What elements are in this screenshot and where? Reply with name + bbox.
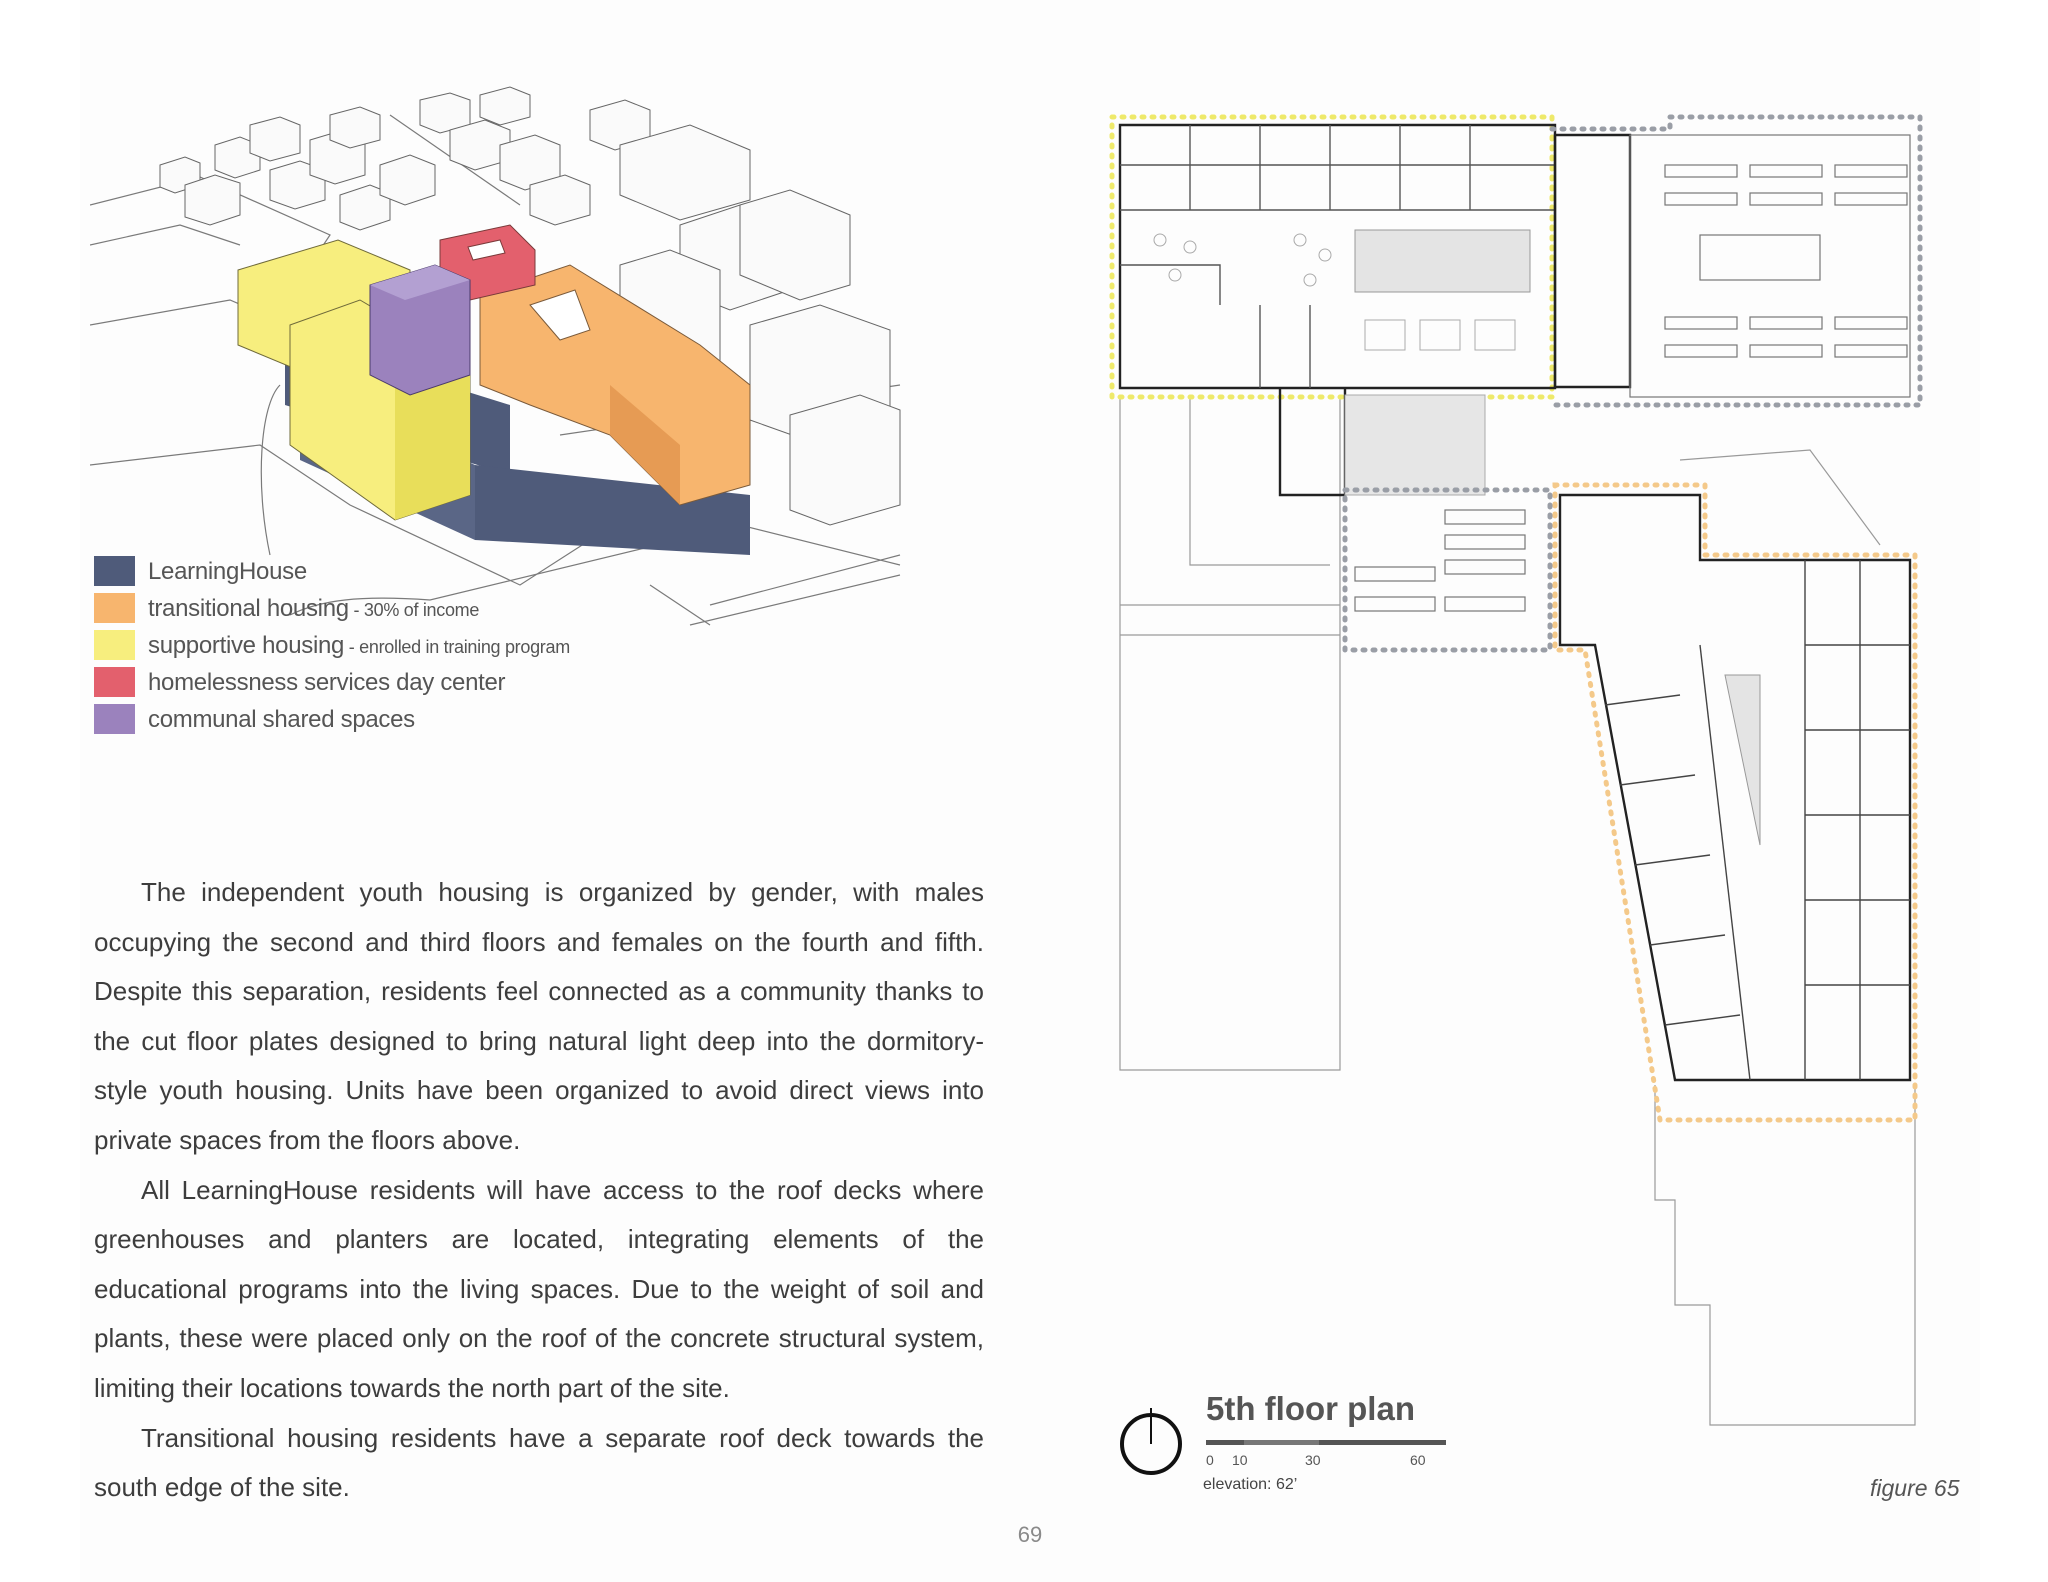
- courtyard-void-south: [1724, 674, 1761, 846]
- courtyard-void-center: [1344, 394, 1486, 496]
- northeast-hall-tables: [1664, 164, 1908, 358]
- legend-swatch: [94, 667, 135, 697]
- supportive-housing-side: [395, 365, 470, 520]
- communal-spaces-roof: [370, 265, 470, 300]
- northeast-service-core: [1553, 133, 1632, 389]
- body-paragraph: Transitional housing residents have a se…: [94, 1422, 984, 1503]
- massing-diagram: [90, 86, 901, 626]
- legend-swatch: [94, 556, 135, 586]
- middle-zone-outline: [1342, 487, 1553, 653]
- courtyard-void-north: [1354, 229, 1531, 293]
- body-paragraph: The independent youth housing is organiz…: [94, 877, 984, 1155]
- scale-tick: 10: [1232, 1452, 1248, 1468]
- plan-context-outlines: [1119, 395, 1916, 1426]
- legend-swatch: [94, 593, 135, 623]
- transitional-roof-void: [529, 289, 591, 341]
- connector-corridor: [1278, 388, 1347, 497]
- page-number: 69: [1017, 1522, 1043, 1547]
- legend-label: homelessness services day center: [148, 669, 506, 696]
- south-block-units: [1604, 560, 1910, 1081]
- day-center-roof-void: [467, 239, 506, 261]
- legend-label: supportive housing - enrolled in trainin…: [148, 632, 570, 659]
- supportive-zone-outline: [1109, 114, 1555, 400]
- scale-tick: 30: [1305, 1452, 1321, 1468]
- north-block-units: [1120, 125, 1555, 388]
- legend-swatch: [94, 704, 135, 734]
- legend-label: LearningHouse: [148, 558, 307, 585]
- day-center-zone-outline: [1549, 114, 1923, 408]
- scale-bar: [1206, 1440, 1446, 1445]
- body-text: The independent youth housing is organiz…: [94, 868, 984, 1513]
- body-paragraph: All LearningHouse residents will have ac…: [94, 1174, 984, 1403]
- figure-caption: figure 65: [1870, 1475, 1960, 1501]
- legend-note: - 30% of income: [348, 600, 480, 620]
- south-block-walls: [1558, 493, 1912, 1082]
- northeast-hall: [1629, 134, 1911, 398]
- floor-plan-drawing: [1109, 114, 1923, 1426]
- middle-block-tables: [1354, 509, 1526, 612]
- legend-swatch: [94, 630, 135, 660]
- north-block-furniture: [1153, 233, 1516, 351]
- plan-elevation: elevation: 62’: [1203, 1476, 1298, 1493]
- page-background: [80, 0, 1980, 1582]
- transitional-zone-outline: [1552, 482, 1918, 1123]
- scale-tick: 60: [1410, 1452, 1426, 1468]
- transitional-housing-side: [610, 385, 680, 505]
- legend-label: transitional housing - 30% of income: [148, 595, 480, 622]
- legend-note: - enrolled in training program: [344, 637, 570, 657]
- legend-label: communal shared spaces: [148, 706, 415, 733]
- plan-title: 5th floor plan: [1206, 1390, 1415, 1427]
- north-arrow-icon: [1120, 1408, 1182, 1475]
- scale-tick: 0: [1206, 1452, 1214, 1468]
